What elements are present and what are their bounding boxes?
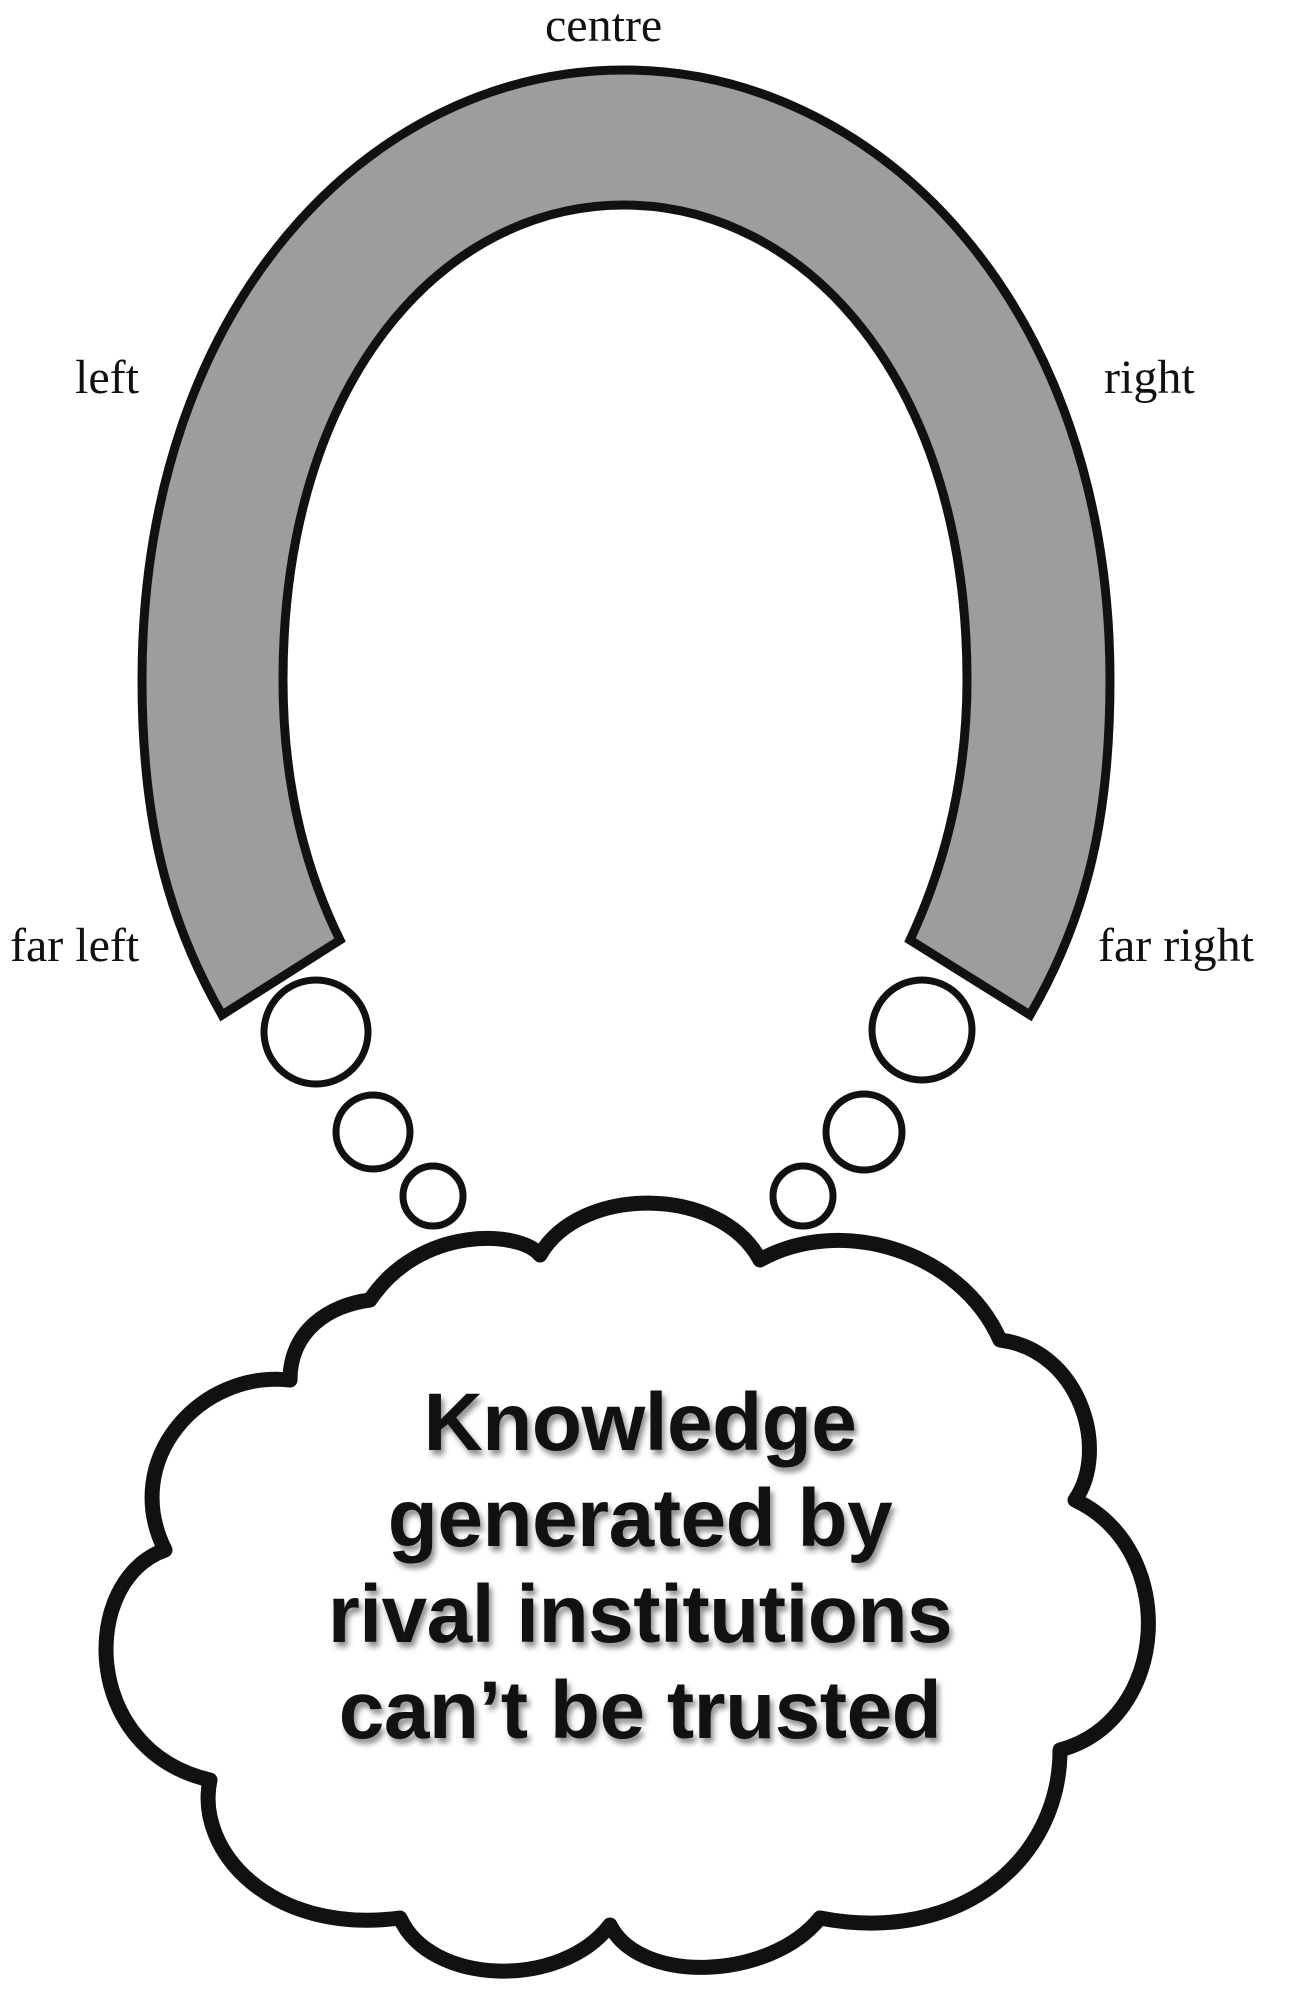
thought-bubble-left-medium <box>332 1091 414 1173</box>
thought-bubble-right-medium <box>822 1090 906 1174</box>
thought-bubble-left-small <box>399 1162 467 1230</box>
label-far-left: far left <box>10 919 140 972</box>
thought-line: rival institutions <box>327 1569 953 1660</box>
thought-bubble-left-large <box>260 976 372 1088</box>
label-centre: centre <box>545 0 663 52</box>
label-far-right: far right <box>1098 919 1254 972</box>
label-right: right <box>1104 351 1195 404</box>
thought-line: generated by <box>387 1473 893 1564</box>
label-left: left <box>75 351 139 404</box>
thought-cloud <box>98 1195 1156 1979</box>
thought-text: Knowledge generated by rival institution… <box>230 1375 1050 1759</box>
thought-bubble-right-large <box>868 976 976 1084</box>
thought-bubble-right-small <box>769 1162 837 1230</box>
thought-line: Knowledge <box>423 1377 857 1468</box>
thought-line: can’t be trusted <box>338 1665 942 1756</box>
political-spectrum-arc <box>137 65 1115 1022</box>
